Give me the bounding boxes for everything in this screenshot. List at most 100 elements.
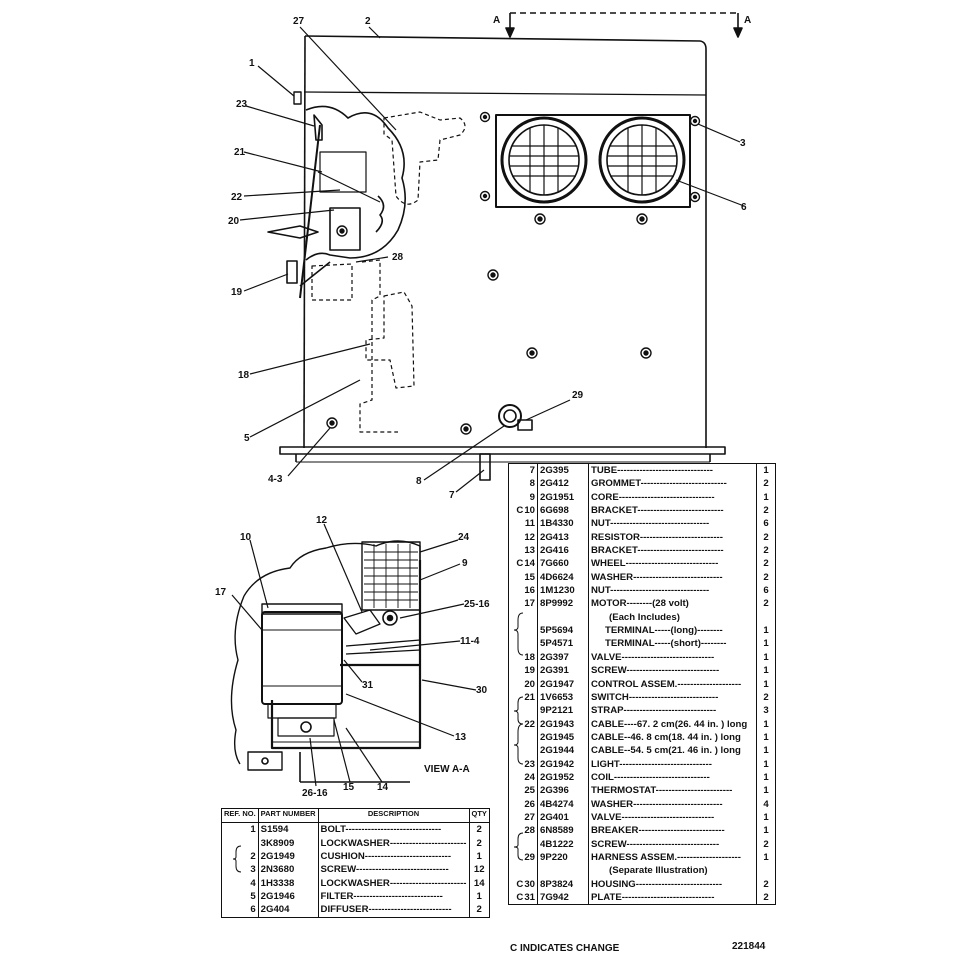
cell-part-number: 4B4274 [537, 797, 589, 811]
cell-part-number: 2G1947 [537, 677, 589, 691]
cell-description: (Separate Illustration) [609, 865, 708, 877]
ref-number: 15 [524, 571, 535, 583]
cell-part-number: 2G391 [537, 664, 589, 678]
cell-qty: 6 [756, 584, 776, 598]
cell-description: COIL------------------------------ [591, 771, 710, 783]
cell-ref [508, 744, 538, 758]
leader-lines [231, 26, 745, 787]
cell-qty: 2 [468, 822, 490, 837]
cell-description: DIFFUSER-------------------------- [320, 904, 452, 916]
cell-part-number: 2G395 [537, 463, 589, 478]
cell-qty: 1 [756, 744, 776, 758]
cell-description: CABLE----67. 2 cm(26. 44 in. ) long [591, 718, 748, 730]
cell-qty: 12 [468, 863, 490, 877]
ref-number: 18 [524, 651, 535, 663]
cell-description: TUBE------------------------------ [591, 465, 713, 476]
cell-part-number: 2G401 [537, 810, 589, 825]
cell-qty: 2 [756, 837, 776, 851]
callout: 12 [316, 515, 328, 526]
cell-part-number: 6N8589 [537, 824, 589, 838]
cell-part-number: 2N3680 [258, 863, 319, 877]
cell-ref: C31 [508, 891, 538, 905]
cell-ref [508, 837, 538, 851]
cell-qty: 2 [468, 903, 490, 918]
cell-description: THERMOSTAT------------------------ [591, 785, 733, 797]
cell-part-number: 2G1951 [537, 490, 589, 505]
section-letter-right: A [744, 15, 751, 26]
cell-ref: 18 [508, 650, 538, 665]
ref-number: 21 [524, 691, 535, 703]
cell-description: CABLE--46. 8 cm(18. 44 in. ) long [591, 731, 741, 743]
table-row: (Each Includes) [508, 610, 776, 625]
callout: 31 [362, 680, 374, 691]
cell-part-number: 2G1949 [258, 850, 319, 864]
cell-ref: 19 [508, 664, 538, 678]
cell-qty: 1 [468, 890, 490, 904]
cell-qty: 1 [756, 664, 776, 678]
ref-number: 17 [524, 598, 535, 610]
callout: 11-4 [460, 636, 480, 647]
change-note: C INDICATES CHANGE [510, 943, 620, 954]
callout: 22 [231, 192, 243, 203]
drawing-number: 221844 [732, 941, 766, 952]
cell-description: HARNESS ASSEM.-------------------- [591, 851, 741, 863]
cell-description: GROMMET--------------------------- [591, 478, 727, 490]
ref-number: 16 [524, 585, 535, 597]
callout: 26-16 [302, 788, 328, 799]
view-a-a-detail [230, 540, 422, 783]
cell-description: (Each Includes) [609, 611, 680, 623]
change-flag: C [516, 558, 524, 570]
cell-ref [508, 704, 538, 718]
cell-ref: 15 [508, 570, 538, 585]
cell-qty: 1 [756, 757, 776, 771]
callout: 30 [476, 685, 488, 696]
cell-part-number: 1H3338 [258, 876, 319, 891]
callout: 13 [455, 732, 467, 743]
cell-ref [221, 836, 259, 851]
ref-number: 30 [524, 878, 535, 890]
cell-description: RESISTOR-------------------------- [591, 531, 723, 543]
cell-description: CUSHION--------------------------- [320, 851, 452, 863]
section-line-a-a [505, 12, 743, 38]
change-flag: C [516, 878, 524, 890]
cell-part-number: 5P5694 [537, 624, 589, 638]
cell-description: WASHER---------------------------- [591, 798, 723, 810]
cell-description: SCREW----------------------------- [591, 838, 720, 850]
cell-part-number: 4D6624 [537, 570, 589, 585]
ref-number: 27 [524, 811, 535, 823]
cell-description: CABLE--54. 5 cm(21. 46 in. ) long [591, 745, 741, 757]
cell-description: TERMINAL-----(short)-------- [605, 638, 727, 650]
cell-qty: 1 [756, 784, 776, 798]
callout: 23 [236, 99, 248, 110]
cell-part-number: 1M1230 [537, 584, 589, 598]
cell-ref: 7 [508, 463, 538, 478]
cell-qty: 2 [756, 477, 776, 491]
cell-description: LOCKWASHER------------------------ [320, 877, 467, 889]
cell-description: CORE------------------------------ [591, 491, 715, 503]
cell-qty: 1 [756, 850, 776, 865]
cell-qty: 1 [756, 677, 776, 691]
cutaway-controls [267, 105, 406, 299]
cell-part-number: 7G942 [537, 891, 589, 905]
callout: 9 [462, 558, 468, 569]
cell-part-number: 2G1943 [537, 717, 589, 731]
diffuser-panel [495, 114, 691, 208]
ref-number: 23 [524, 758, 535, 770]
